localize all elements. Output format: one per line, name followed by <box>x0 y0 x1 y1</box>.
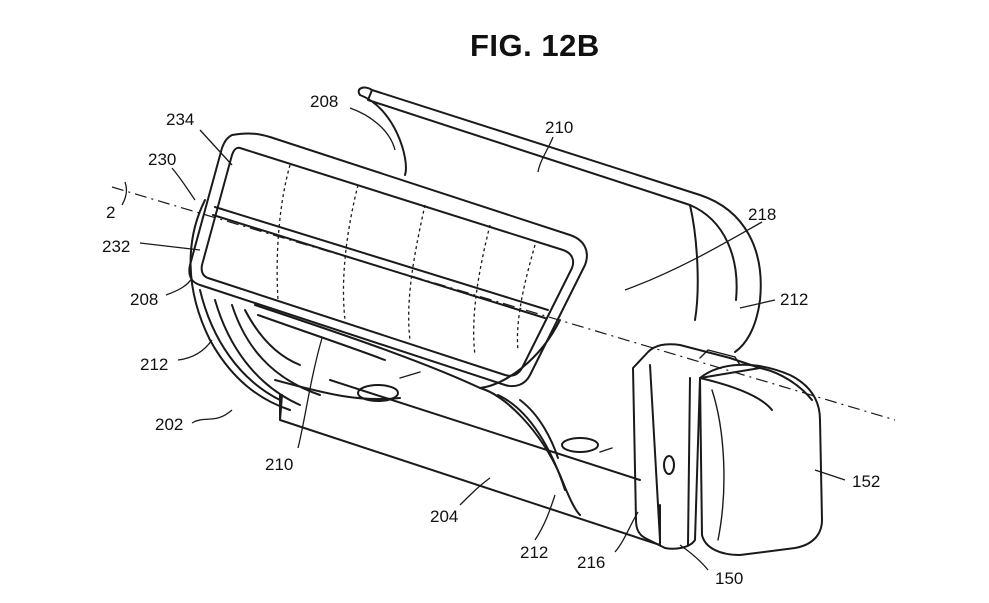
label-216: 216 <box>577 553 605 572</box>
device-module-top <box>699 367 813 411</box>
leader-212-bottom <box>534 494 556 541</box>
front-left-rib-1 <box>214 299 301 406</box>
center-axis-line <box>111 186 896 421</box>
device-module <box>699 363 823 556</box>
figure-title: FIG. 12B <box>470 28 600 63</box>
inner-band <box>257 314 401 401</box>
front-right-rib-outer <box>479 387 581 516</box>
label-202: 202 <box>155 415 183 434</box>
device-housing <box>632 343 761 550</box>
label-208-left: 208 <box>130 290 158 309</box>
panel-outer-frame <box>188 132 588 388</box>
label-212-right: 212 <box>780 290 808 309</box>
device-module-edge <box>711 389 725 541</box>
leader-2 <box>121 181 128 206</box>
label-204: 204 <box>430 507 458 526</box>
panel-divider-top <box>214 206 549 311</box>
label-208-top: 208 <box>310 92 338 111</box>
leader-212-left <box>177 339 213 361</box>
leader-230 <box>171 167 196 201</box>
leader-152 <box>814 469 846 481</box>
label-152: 152 <box>852 472 880 491</box>
panel-cell-line-3 <box>408 204 426 341</box>
front-frame-band <box>254 304 561 389</box>
panel-cell-line-4 <box>473 224 491 356</box>
panel-divider-bottom <box>212 214 546 319</box>
base-hole-right <box>561 437 599 453</box>
front-right-rib-inner <box>497 394 566 491</box>
leader-210-top <box>537 136 554 173</box>
label-210-top: 210 <box>545 118 573 137</box>
label-232: 232 <box>102 237 130 256</box>
leader-234 <box>199 129 233 166</box>
label-212-left: 212 <box>140 355 168 374</box>
device-button <box>663 455 675 475</box>
front-right-rib-edge <box>519 399 559 459</box>
back-arch-ring <box>689 204 699 321</box>
front-left-rib-3 <box>244 309 301 366</box>
leader-204 <box>459 477 491 506</box>
leader-210-bottom <box>297 337 323 449</box>
base-slot <box>399 371 613 453</box>
label-210-bottom: 210 <box>265 455 293 474</box>
leader-232 <box>139 242 201 251</box>
base-hole-left <box>357 384 399 402</box>
leader-218 <box>624 221 763 291</box>
base-plate <box>279 379 661 546</box>
leader-150 <box>679 544 709 571</box>
leader-208-left <box>165 277 193 296</box>
front-shell-outline <box>189 199 291 411</box>
label-212-bottom: 212 <box>520 543 548 562</box>
label-230: 230 <box>148 150 176 169</box>
label-234: 234 <box>166 110 194 129</box>
panel-cell-line-1 <box>276 164 291 301</box>
leader-202 <box>191 409 233 424</box>
panel-cell-line-5 <box>516 244 536 351</box>
leader-212-right <box>739 299 776 309</box>
label-2: 2 <box>106 203 115 222</box>
device-housing-side <box>649 364 691 546</box>
label-218: 218 <box>748 205 776 224</box>
panel-inner-frame <box>200 146 575 377</box>
panel-cell-line-2 <box>342 184 359 321</box>
label-150: 150 <box>715 569 743 588</box>
leader-216 <box>614 511 639 553</box>
device-clip <box>699 349 741 366</box>
leader-208-top <box>349 107 396 151</box>
